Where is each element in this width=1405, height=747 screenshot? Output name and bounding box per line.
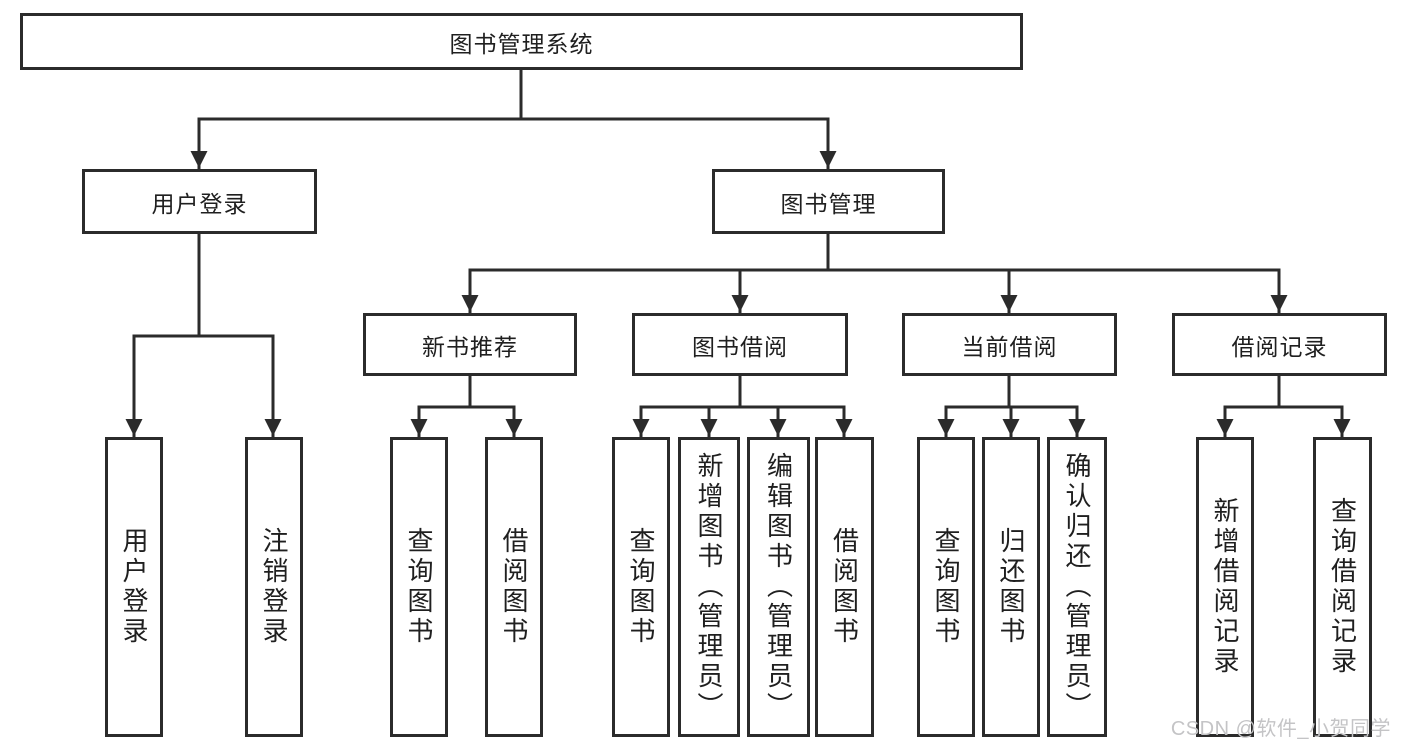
leaf-newbook-query-label: 查询图书 <box>404 527 434 647</box>
leaf-record-add-label: 新增借阅记录 <box>1210 497 1240 677</box>
leaf-login-logout: 注销登录 <box>245 437 303 737</box>
leaf-borrow-borrow-label: 借阅图书 <box>829 527 860 647</box>
connector-root-to-level1 <box>190 67 837 170</box>
connector-login-to-leaves <box>125 232 282 438</box>
node-newbook-label: 新书推荐 <box>422 333 518 360</box>
leaf-login-logout-label: 注销登录 <box>259 527 289 647</box>
connector-newbook-to-leaves <box>410 374 523 438</box>
node-book-manage-label: 图书管理 <box>780 190 877 217</box>
leaf-borrow-query-label: 查询图书 <box>626 527 656 647</box>
leaf-borrow-query: 查询图书 <box>612 437 670 737</box>
leaf-current-return-label: 归还图书 <box>996 527 1026 647</box>
node-current: 当前借阅 <box>902 313 1117 376</box>
node-borrow-label: 图书借阅 <box>692 333 788 360</box>
leaf-borrow-borrow: 借阅图书 <box>815 437 874 737</box>
node-newbook: 新书推荐 <box>363 313 577 376</box>
leaf-record-query-label: 查询借阅记录 <box>1327 497 1358 677</box>
leaf-current-confirm: 确认归还（管理员） <box>1047 437 1107 737</box>
leaf-login-user-login-label: 用户登录 <box>119 527 149 647</box>
leaf-borrow-edit: 编辑图书（管理员） <box>747 437 810 737</box>
node-user-login: 用户登录 <box>82 169 317 234</box>
leaf-current-query-label: 查询图书 <box>931 527 961 647</box>
leaf-record-query: 查询借阅记录 <box>1313 437 1372 737</box>
node-user-login-label: 用户登录 <box>151 190 248 217</box>
connector-borrow-to-leaves <box>632 374 853 438</box>
leaf-current-return: 归还图书 <box>982 437 1040 737</box>
connector-current-to-leaves <box>937 374 1086 438</box>
leaf-newbook-borrow-label: 借阅图书 <box>499 527 529 647</box>
leaf-login-user-login: 用户登录 <box>105 437 163 737</box>
leaf-newbook-query: 查询图书 <box>390 437 448 737</box>
leaf-newbook-borrow: 借阅图书 <box>485 437 543 737</box>
node-record-label: 借阅记录 <box>1231 333 1328 360</box>
node-root-label: 图书管理系统 <box>449 30 594 57</box>
connector-manage-to-level2 <box>461 232 1288 314</box>
node-borrow: 图书借阅 <box>632 313 848 376</box>
leaf-record-add: 新增借阅记录 <box>1196 437 1254 737</box>
node-root: 图书管理系统 <box>20 13 1023 70</box>
leaf-borrow-edit-label: 编辑图书（管理员） <box>763 452 794 722</box>
node-current-label: 当前借阅 <box>961 333 1058 360</box>
node-book-manage: 图书管理 <box>712 169 945 234</box>
leaf-borrow-add-label: 新增图书（管理员） <box>694 452 724 722</box>
node-record: 借阅记录 <box>1172 313 1387 376</box>
connector-record-to-leaves <box>1216 374 1351 438</box>
leaf-current-query: 查询图书 <box>917 437 975 737</box>
leaf-current-confirm-label: 确认归还（管理员） <box>1062 452 1092 722</box>
leaf-borrow-add: 新增图书（管理员） <box>678 437 740 737</box>
